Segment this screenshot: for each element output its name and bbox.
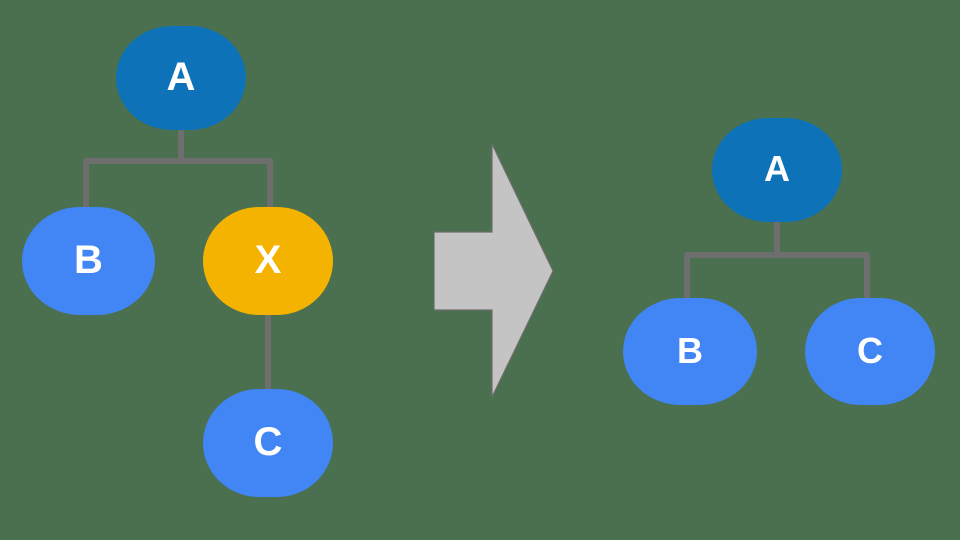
node-b-after[interactable]: B: [623, 298, 757, 405]
edge-a-to-bus-before: [178, 120, 184, 164]
edge-bus-leg-to-b-after: [684, 252, 690, 307]
edge-a-to-bus-after: [774, 213, 780, 258]
transformation-arrow: [434, 144, 554, 398]
node-a-after[interactable]: A: [712, 118, 842, 222]
edge-bus-leg-to-x: [267, 158, 273, 214]
node-b-before[interactable]: B: [22, 207, 155, 315]
node-x-before[interactable]: X: [203, 207, 333, 315]
arrow-right-icon: [434, 144, 554, 398]
node-b-before-label: B: [74, 238, 103, 282]
node-c-after-label: C: [857, 329, 883, 371]
node-c-before-label: C: [253, 420, 283, 464]
edge-bus-bar-before: [83, 158, 273, 164]
node-a-before[interactable]: A: [116, 26, 246, 130]
edge-bus-after: [684, 252, 870, 307]
node-a-after-label: A: [764, 148, 790, 189]
edge-bus-bar-after: [684, 252, 870, 258]
node-c-before[interactable]: C: [203, 389, 333, 497]
edge-x-to-c-before: [265, 305, 271, 397]
edge-bus-before: [83, 158, 273, 214]
node-b-after-label: B: [677, 329, 703, 371]
edge-bus-leg-to-c-after: [864, 252, 870, 307]
node-x-before-label: X: [254, 238, 282, 282]
node-a-before-label: A: [166, 55, 196, 99]
node-c-after[interactable]: C: [805, 298, 935, 405]
edge-bus-leg-to-b: [83, 158, 89, 214]
